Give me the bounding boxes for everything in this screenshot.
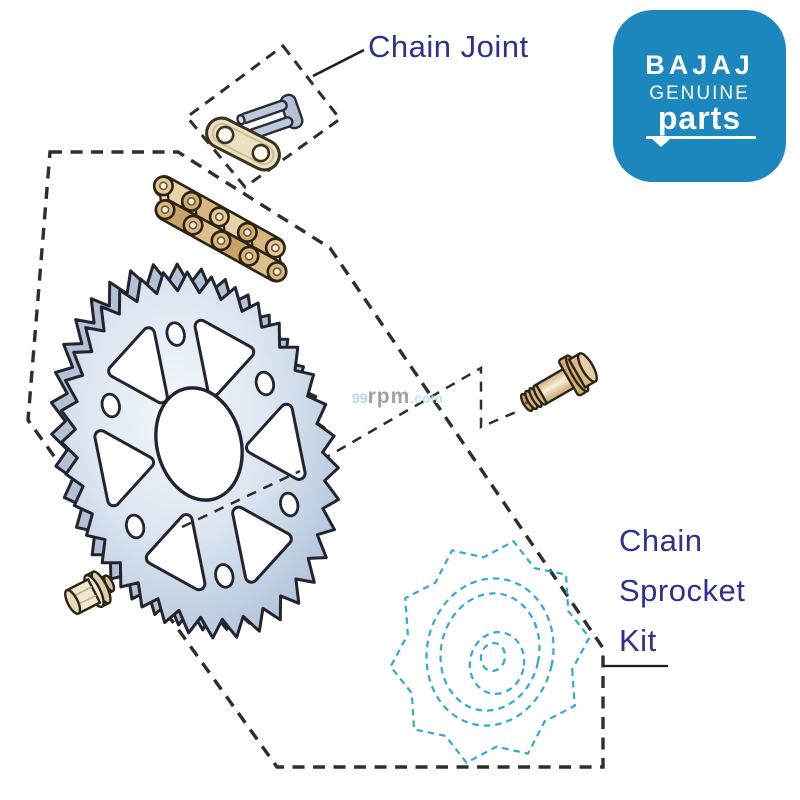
bajaj-logo: BAJAJ GENUINE parts: [613, 10, 786, 182]
logo-arrow-icon: [652, 139, 670, 147]
drive-chain: [152, 175, 288, 283]
chain-sprocket-kit-label-line3: Kit: [619, 623, 657, 658]
bajaj-logo-parts: parts: [657, 100, 742, 136]
watermark-name: rpm: [367, 385, 411, 408]
hub-bolt: [64, 570, 116, 616]
chain-sprocket-kit-label-line1: Chain: [619, 523, 703, 558]
chain-joint-box-outline: [184, 43, 343, 190]
watermark: 99rpm.com: [352, 385, 443, 409]
assembly-axis-overlay: [181, 469, 301, 529]
kit-boundary-outline: [26, 150, 605, 769]
sprocket-bolt: [519, 352, 598, 413]
watermark-prefix: 99: [352, 390, 368, 406]
bajaj-logo-genuine: GENUINE: [649, 83, 750, 104]
watermark-suffix: .com: [410, 390, 443, 406]
chain-sprocket-kit-label-line2: Sprocket: [619, 573, 746, 608]
logo-underline: [646, 136, 756, 139]
chain-joint-link-plate: [205, 116, 281, 172]
chain-joint-label: Chain Joint: [368, 29, 529, 64]
front-sprocket-ghost: [389, 539, 591, 765]
rear-sprocket: [49, 262, 341, 640]
bajaj-logo-brand: BAJAJ: [645, 50, 754, 80]
chain-joint-leader-line: [312, 48, 365, 78]
